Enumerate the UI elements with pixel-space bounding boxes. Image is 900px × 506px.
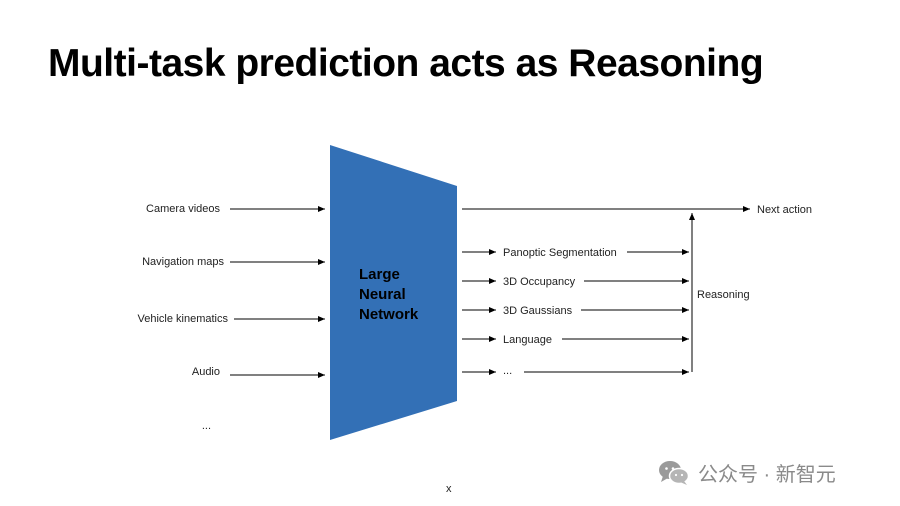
task-label-3d-occupancy: 3D Occupancy: [503, 276, 576, 288]
network-label-line-1: Large: [359, 266, 400, 283]
reasoning-label: Reasoning: [697, 289, 750, 301]
next-action-label: Next action: [757, 204, 812, 216]
network-label-line-3: Network: [359, 306, 419, 323]
input-label-vehicle-kinematics: Vehicle kinematics: [138, 313, 229, 325]
input-label-more: ...: [202, 420, 211, 432]
task-label-3d-gaussians: 3D Gaussians: [503, 305, 573, 317]
input-label-navigation-maps: Navigation maps: [142, 256, 224, 268]
slide-title: Multi-task prediction acts as Reasoning: [48, 42, 764, 85]
neural-network-block: [330, 145, 457, 440]
input-label-audio: Audio: [192, 366, 220, 378]
task-label-more: ...: [503, 365, 512, 377]
network-label-line-2: Neural: [359, 286, 406, 303]
watermark: 公众号 · 新智元: [658, 458, 836, 487]
watermark-text: 公众号 · 新智元: [698, 464, 836, 486]
footer-mark: x: [446, 483, 452, 495]
task-label-panoptic-segmentation: Panoptic Segmentation: [503, 247, 617, 259]
input-label-camera-videos: Camera videos: [146, 203, 220, 215]
wechat-icon: [659, 460, 690, 485]
task-label-language: Language: [503, 334, 552, 346]
